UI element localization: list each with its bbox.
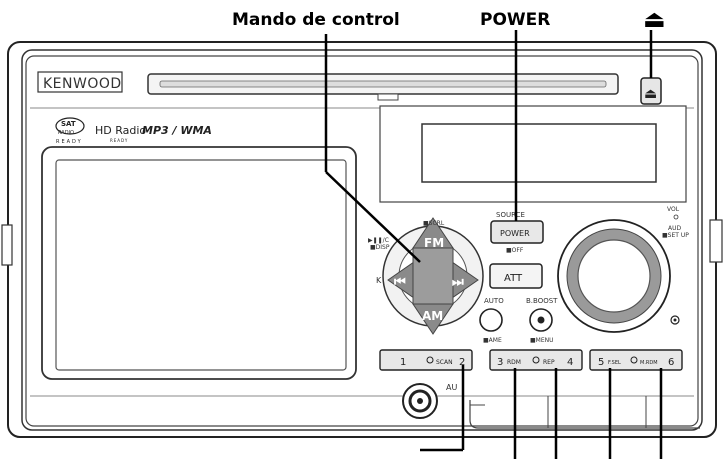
svg-text:AUD: AUD xyxy=(668,225,681,232)
auto-button[interactable] xyxy=(479,308,503,332)
svg-text:B.BOOST: B.BOOST xyxy=(526,297,558,305)
svg-text:VOL: VOL xyxy=(667,206,680,213)
callout-power: POWER xyxy=(480,10,550,30)
next-track-icon: ⏭ xyxy=(452,275,464,290)
svg-text:■MENU: ■MENU xyxy=(530,337,554,344)
svg-text:SCAN: SCAN xyxy=(436,359,453,366)
svg-text:▶❚❚/C: ▶❚❚/C xyxy=(368,237,389,244)
svg-text:■SET UP: ■SET UP xyxy=(662,232,689,239)
svg-text:READY: READY xyxy=(110,138,128,143)
svg-text:1: 1 xyxy=(400,357,406,368)
svg-text:■DISP: ■DISP xyxy=(370,244,390,251)
svg-text:READY: READY xyxy=(56,139,83,145)
svg-text:SAT: SAT xyxy=(61,120,76,128)
callout-control-knob: Mando de control xyxy=(232,10,400,30)
svg-text:K: K xyxy=(376,276,382,285)
callout-eject-icon: ⏏ xyxy=(643,5,666,33)
svg-text:2: 2 xyxy=(459,357,465,368)
svg-text:M.RDM: M.RDM xyxy=(640,360,658,366)
preset-3-4[interactable] xyxy=(489,349,583,371)
svg-text:REP: REP xyxy=(543,359,555,366)
att-button[interactable] xyxy=(489,263,543,289)
svg-text:AU: AU xyxy=(446,383,457,392)
svg-text:POWER: POWER xyxy=(500,229,530,238)
am-label: AM xyxy=(422,309,443,323)
svg-text:AUTO: AUTO xyxy=(484,297,504,305)
left-tab xyxy=(1,224,13,266)
volume-knob[interactable] xyxy=(577,239,651,313)
fm-label: FM xyxy=(424,236,444,250)
right-tab xyxy=(709,219,723,263)
preset-5-6[interactable] xyxy=(589,349,683,371)
svg-text:4: 4 xyxy=(567,357,573,368)
svg-text:■AME: ■AME xyxy=(483,337,502,344)
hd-radio-logo: HD Radio xyxy=(95,124,146,137)
svg-text:ATT: ATT xyxy=(504,273,523,284)
eject-icon: ⏏ xyxy=(644,86,657,102)
svg-text:RADIO: RADIO xyxy=(58,130,74,136)
svg-text:■SCRL: ■SCRL xyxy=(423,220,445,227)
control-knob-center[interactable] xyxy=(412,247,454,305)
brand-logo-box xyxy=(37,71,123,93)
svg-text:6: 6 xyxy=(668,357,674,368)
svg-text:SOURCE: SOURCE xyxy=(496,211,525,219)
mp3-wma-logo: MP3 / WMA xyxy=(142,124,212,137)
sat-radio-logo xyxy=(55,117,85,135)
brand-logo: KENWOOD xyxy=(43,76,122,92)
svg-text:RDM: RDM xyxy=(507,359,521,366)
svg-text:3: 3 xyxy=(497,357,503,368)
prev-track-icon: ⏮ xyxy=(394,275,406,290)
svg-text:F.SEL: F.SEL xyxy=(608,360,621,366)
svg-text:■OFF: ■OFF xyxy=(506,247,524,254)
sub-display xyxy=(421,123,657,183)
svg-text:5: 5 xyxy=(598,357,604,368)
preset-1-2[interactable] xyxy=(379,349,473,371)
